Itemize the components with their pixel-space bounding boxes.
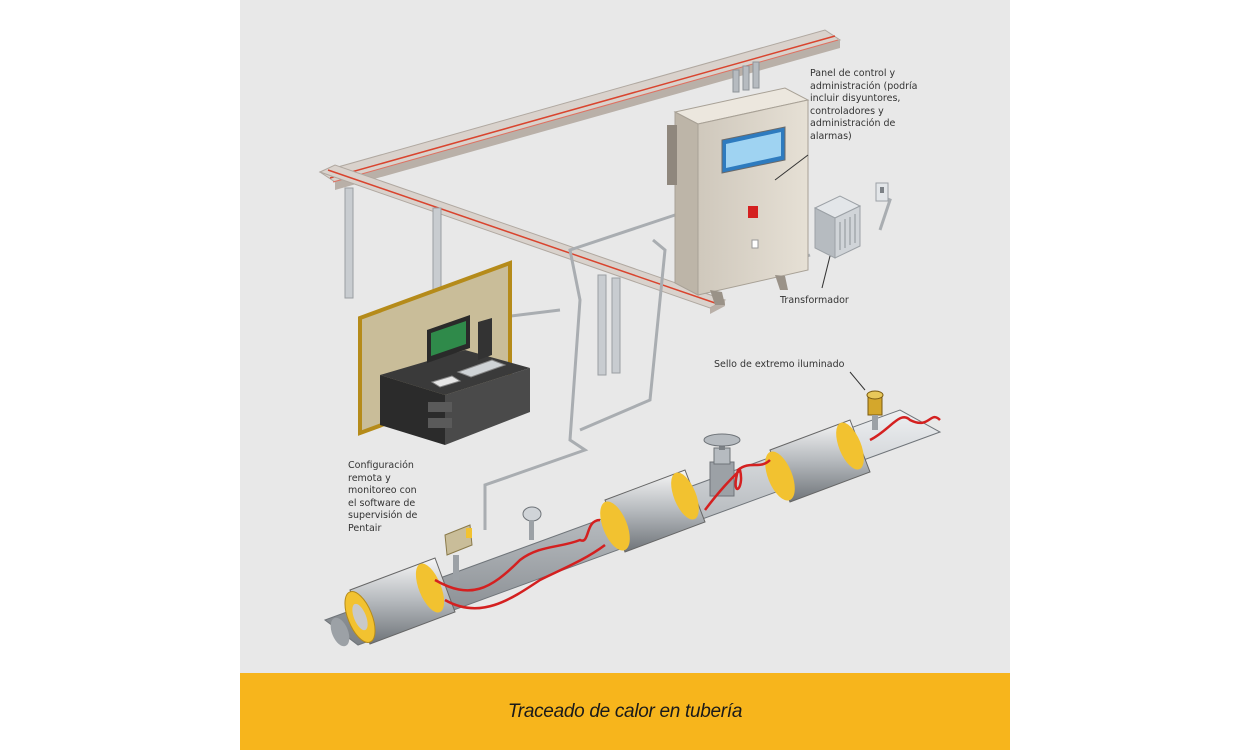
- thermostat-box: [444, 524, 473, 580]
- insulation-sections: [344, 419, 871, 645]
- label-end-seal: Sello de extremo iluminado: [714, 359, 845, 370]
- label-transformer: Transformador: [780, 295, 849, 306]
- label-control-panel: Panel de control y administración (podrí…: [810, 68, 918, 142]
- caption-bar: Traceado de calor en tubería: [240, 673, 1010, 750]
- remote-workstation: [358, 260, 530, 445]
- transformer-box: [813, 195, 862, 259]
- cable-tray: [318, 29, 842, 314]
- control-panel-cabinet: [667, 61, 810, 305]
- caption: Traceado de calor en tubería: [507, 700, 743, 722]
- diagram-illustration: [318, 29, 942, 647]
- heat-tracing-diagram: Panel de control y administración (podrí…: [240, 0, 1010, 750]
- wall-switch-box: [875, 182, 889, 202]
- leader-lines: [774, 154, 866, 391]
- heat-trace-cable: [434, 415, 941, 610]
- tray-support-posts: [344, 187, 621, 376]
- pipe-valve: [703, 433, 741, 497]
- temperature-sensor: [522, 506, 542, 540]
- label-remote-config: Configuración remota y monitoreo con el …: [348, 460, 418, 534]
- end-seal-light: [866, 390, 884, 430]
